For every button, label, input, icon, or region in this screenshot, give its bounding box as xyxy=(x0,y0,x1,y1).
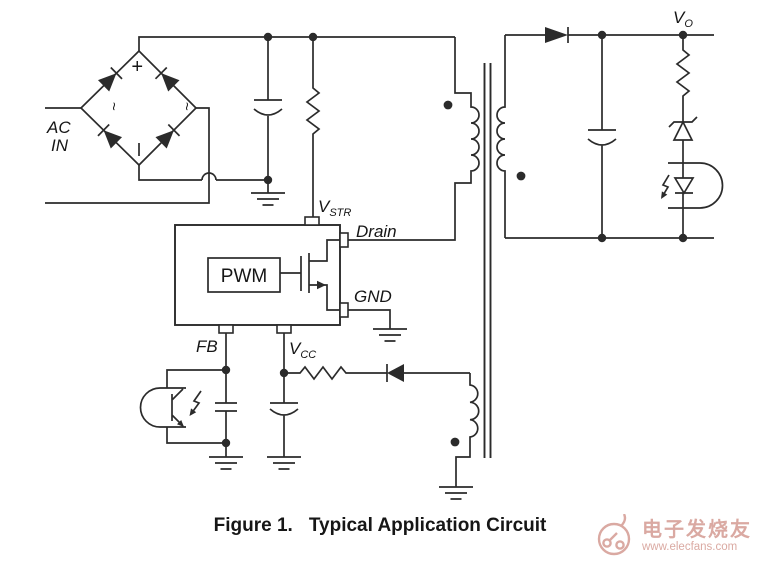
ac-in-label-line2: IN xyxy=(51,136,69,155)
ic-body xyxy=(174,224,341,326)
output-rectifier-diode xyxy=(545,27,569,43)
output-capacitor xyxy=(587,35,617,238)
vstr-label: VSTR xyxy=(318,197,351,219)
mosfet xyxy=(280,239,340,311)
optocoupler-led xyxy=(661,162,724,209)
output-stage: VO xyxy=(505,8,714,243)
emitter-arrow xyxy=(177,420,184,427)
led-light-arrow xyxy=(661,174,670,198)
top-rail xyxy=(138,36,455,51)
ground-symbol-fb xyxy=(208,456,244,470)
pin-drain xyxy=(339,232,349,248)
primary-winding xyxy=(348,37,480,241)
vcc-resistor xyxy=(284,365,387,381)
vcc-diode xyxy=(386,364,404,382)
pwm-block xyxy=(207,257,281,293)
gnd-wire xyxy=(348,309,391,329)
pwm-block-label: PWM xyxy=(221,266,267,287)
vcc-label: VCC xyxy=(289,339,316,361)
fb-network xyxy=(139,333,244,470)
vcc-capacitor xyxy=(266,402,302,470)
primary-phase-dot xyxy=(443,100,453,110)
zener-diode xyxy=(668,116,698,141)
bridge-ac-wave-left: ~ xyxy=(105,102,122,111)
ground-symbol-ic xyxy=(372,328,408,342)
input-bulk-capacitor xyxy=(250,37,286,206)
ground-symbol-input xyxy=(250,192,286,206)
fb-capacitor xyxy=(215,333,237,457)
feedback-resistor xyxy=(675,35,691,122)
ground-symbol-aux xyxy=(438,486,474,500)
aux-phase-dot xyxy=(450,437,460,447)
transformer-core xyxy=(483,63,492,458)
pin-vstr xyxy=(304,216,320,226)
ground-symbol-vcc xyxy=(266,456,302,470)
feedback-chain xyxy=(661,35,724,238)
bridge-plus-mark: + xyxy=(131,56,143,78)
aux-winding xyxy=(438,373,480,500)
pwm-ic: PWM VSTR Drain GND FB VCC xyxy=(174,197,408,361)
drain-label: Drain xyxy=(356,222,397,241)
secondary-winding xyxy=(496,35,526,238)
pin-fb xyxy=(218,324,234,334)
bridge-ac-wave-right: ~ xyxy=(178,102,195,111)
wire-hop xyxy=(201,172,217,181)
vcc-network xyxy=(266,333,470,470)
photo-light-arrow xyxy=(190,390,202,415)
startup-resistor xyxy=(305,37,321,217)
transformer xyxy=(348,35,526,500)
pin-gnd xyxy=(339,302,349,318)
mosfet-source-arrow xyxy=(317,280,326,290)
pin-vcc xyxy=(276,324,292,334)
gnd-label: GND xyxy=(354,287,392,306)
ac-line-bottom xyxy=(45,107,210,204)
figure-caption: Figure 1.Typical Application Circuit xyxy=(214,515,547,536)
vo-label: VO xyxy=(673,8,693,30)
secondary-phase-dot xyxy=(516,171,526,181)
optocoupler-transistor xyxy=(139,369,226,444)
fb-label: FB xyxy=(196,337,218,356)
ac-in-label-line1: AC xyxy=(46,118,71,137)
return-wire xyxy=(138,165,268,181)
